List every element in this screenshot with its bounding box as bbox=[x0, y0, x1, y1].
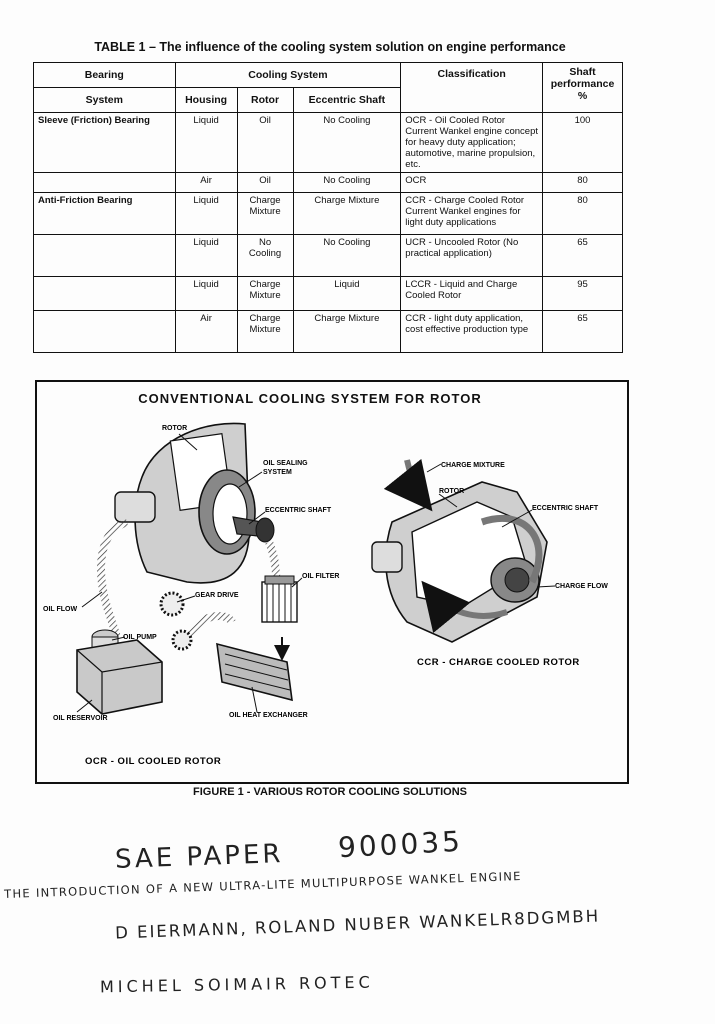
label-oil-flow: OIL FLOW bbox=[43, 606, 77, 613]
cell-housing: Liquid bbox=[174, 234, 238, 277]
label-eccentric-shaft: ECCENTRIC SHAFT bbox=[265, 507, 332, 514]
cell-housing: Air bbox=[174, 172, 238, 193]
cell-classification: OCR bbox=[400, 172, 543, 193]
cell-shaft: No Cooling bbox=[292, 234, 402, 277]
table-row: Sleeve (Friction) Bearing Liquid Oil No … bbox=[33, 112, 623, 173]
figure-frame bbox=[35, 380, 629, 784]
cell-performance: 65 bbox=[542, 234, 623, 277]
label-charge-flow: CHARGE FLOW bbox=[555, 583, 608, 590]
handwritten-paper-number: 900035 bbox=[337, 824, 464, 865]
cell-rotor: Charge Mixture bbox=[236, 192, 294, 235]
table-row: Air Charge Mixture Charge Mixture CCR - … bbox=[33, 310, 623, 353]
label-ocr-caption: OCR - OIL COOLED ROTOR bbox=[85, 756, 221, 767]
cell-performance: 95 bbox=[542, 276, 623, 311]
cell-shaft: Liquid bbox=[292, 276, 402, 311]
cell-shaft: No Cooling bbox=[292, 112, 402, 173]
cell-shaft: No Cooling bbox=[292, 172, 402, 193]
cell-bearing: Sleeve (Friction) Bearing bbox=[33, 112, 176, 173]
cell-housing: Liquid bbox=[174, 276, 238, 311]
oil-filter-shape bbox=[261, 575, 298, 623]
header-housing: Housing bbox=[174, 87, 238, 113]
label-rotor-right: ROTOR bbox=[439, 488, 464, 495]
eccentric-shaft-shape bbox=[232, 516, 275, 543]
label-ccr-caption: CCR - CHARGE COOLED ROTOR bbox=[417, 657, 580, 668]
handwritten-sae-paper: SAE PAPER bbox=[114, 839, 284, 875]
cooling-performance-table: Bearing Cooling System Classification Sh… bbox=[33, 62, 623, 353]
cell-performance: 80 bbox=[542, 192, 623, 235]
handwritten-paper-title: THE INTRODUCTION OF A NEW ULTRA-LITE MUL… bbox=[3, 868, 522, 902]
label-gear-drive: GEAR DRIVE bbox=[195, 592, 239, 599]
cell-bearing bbox=[33, 310, 176, 353]
charge-flow-arrow bbox=[421, 580, 508, 634]
cell-classification: CCR - light duty application, cost effec… bbox=[400, 310, 543, 353]
oil-line-exchanger bbox=[183, 612, 236, 644]
gear-drive-shape bbox=[159, 591, 193, 651]
label-charge-mixture: CHARGE MIXTURE bbox=[441, 462, 505, 469]
label-oil-reservoir: OIL RESERVOIR bbox=[53, 715, 108, 722]
label-rotor: ROTOR bbox=[162, 425, 187, 432]
cell-shaft: Charge Mixture bbox=[292, 310, 402, 353]
cell-housing: Liquid bbox=[174, 112, 238, 173]
table-subheader-row: System Housing Rotor Eccentric Shaft bbox=[33, 87, 623, 113]
cell-bearing bbox=[33, 172, 176, 193]
label-system: SYSTEM bbox=[263, 469, 292, 476]
charge-mixture-arrow bbox=[383, 458, 433, 512]
cell-housing: Liquid bbox=[174, 192, 238, 235]
cell-bearing bbox=[33, 276, 176, 311]
table-row: Liquid No Cooling No Cooling UCR - Uncoo… bbox=[33, 234, 623, 277]
figure-title: CONVENTIONAL COOLING SYSTEM FOR ROTOR bbox=[138, 391, 482, 406]
handwritten-author-2: MICHEL SOIMAIR ROTEC bbox=[99, 972, 374, 997]
header-cooling-system: Cooling System bbox=[174, 62, 402, 88]
cell-performance: 65 bbox=[542, 310, 623, 353]
cell-classification: UCR - Uncooled Rotor (No practical appli… bbox=[400, 234, 543, 277]
label-eccentric-shaft-right: ECCENTRIC SHAFT bbox=[532, 505, 599, 512]
label-oil-sealing: OIL SEALING bbox=[263, 460, 308, 467]
cell-classification: LCCR - Liquid and Charge Cooled Rotor bbox=[400, 276, 543, 311]
header-eccentric-shaft: Eccentric Shaft bbox=[292, 87, 402, 113]
cell-bearing: Anti-Friction Bearing bbox=[33, 192, 176, 235]
header-bearing-top: Bearing bbox=[33, 62, 176, 88]
label-oil-heat-exchanger: OIL HEAT EXCHANGER bbox=[229, 712, 308, 719]
cell-shaft: Charge Mixture bbox=[292, 192, 402, 235]
cell-performance: 100 bbox=[542, 112, 623, 173]
cell-rotor: Charge Mixture bbox=[236, 310, 294, 353]
table-title: TABLE 1 – The influence of the cooling s… bbox=[94, 40, 566, 54]
cell-classification: CCR - Charge Cooled Rotor Current Wankel… bbox=[400, 192, 543, 235]
cell-rotor: Oil bbox=[236, 172, 294, 193]
header-shaft-performance: Shaft performance % bbox=[542, 62, 623, 113]
cell-rotor: No Cooling bbox=[236, 234, 294, 277]
header-classification: Classification bbox=[400, 62, 543, 113]
oil-line-left bbox=[97, 518, 129, 639]
figure-caption: FIGURE 1 - VARIOUS ROTOR COOLING SOLUTIO… bbox=[193, 786, 467, 798]
oil-heat-exchanger-shape bbox=[216, 642, 293, 702]
rotor-cooling-diagram: ROTOR OIL SEALING SYSTEM ECCENTRIC SHAFT… bbox=[43, 422, 608, 767]
oil-reservoir-shape bbox=[76, 639, 163, 715]
handwritten-authors: D EIERMANN, ROLAND NUBER WANKELR8DGMBH bbox=[114, 906, 601, 943]
cell-performance: 80 bbox=[542, 172, 623, 193]
cell-bearing bbox=[33, 234, 176, 277]
cell-housing: Air bbox=[174, 310, 238, 353]
cell-classification: OCR - Oil Cooled Rotor Current Wankel en… bbox=[400, 112, 543, 173]
cell-rotor: Oil bbox=[236, 112, 294, 173]
table-header-row: Bearing Cooling System Classification Sh… bbox=[33, 62, 623, 113]
header-rotor: Rotor bbox=[236, 87, 294, 113]
ccr-housing-shape bbox=[371, 481, 548, 643]
label-oil-filter: OIL FILTER bbox=[302, 573, 339, 580]
table-row: Anti-Friction Bearing Liquid Charge Mixt… bbox=[33, 192, 623, 235]
header-bearing-bottom: System bbox=[33, 87, 176, 113]
cell-rotor: Charge Mixture bbox=[236, 276, 294, 311]
table-row: Liquid Charge Mixture Liquid LCCR - Liqu… bbox=[33, 276, 623, 311]
rotor-housing-shape bbox=[114, 422, 256, 584]
table-row: Air Oil No Cooling OCR 80 bbox=[33, 172, 623, 193]
label-oil-pump: OIL PUMP bbox=[123, 634, 157, 641]
